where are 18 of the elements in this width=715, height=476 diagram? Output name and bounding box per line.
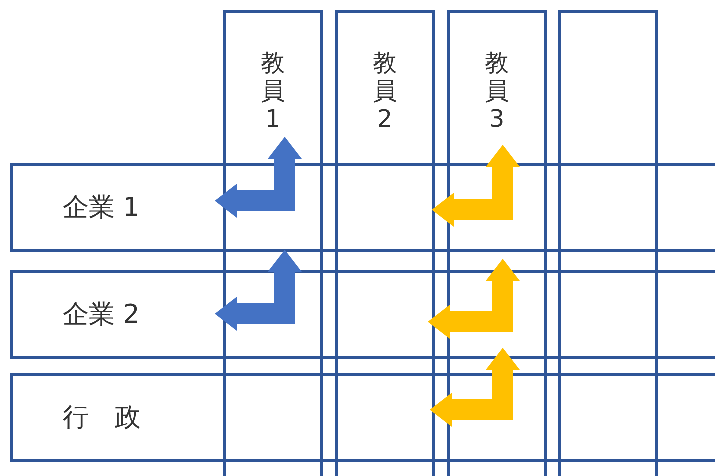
column-label: 教員3 bbox=[484, 49, 510, 133]
row-box bbox=[10, 270, 715, 359]
row-label: 行 政 bbox=[63, 402, 141, 434]
bent-arrow bbox=[428, 259, 520, 339]
row-box bbox=[10, 373, 715, 462]
row-box bbox=[10, 163, 715, 252]
bent-arrow bbox=[215, 250, 302, 331]
column-box bbox=[447, 10, 547, 476]
column-box bbox=[223, 10, 323, 476]
column-box bbox=[558, 10, 658, 476]
bent-arrow bbox=[215, 137, 302, 218]
column-label: 教員1 bbox=[260, 49, 286, 133]
column-label: 教員2 bbox=[372, 49, 398, 133]
column-box bbox=[335, 10, 435, 476]
row-label: 企業 1 bbox=[63, 192, 140, 224]
bent-arrow bbox=[430, 348, 520, 427]
bent-arrow bbox=[432, 145, 520, 227]
row-label: 企業 2 bbox=[63, 298, 140, 332]
